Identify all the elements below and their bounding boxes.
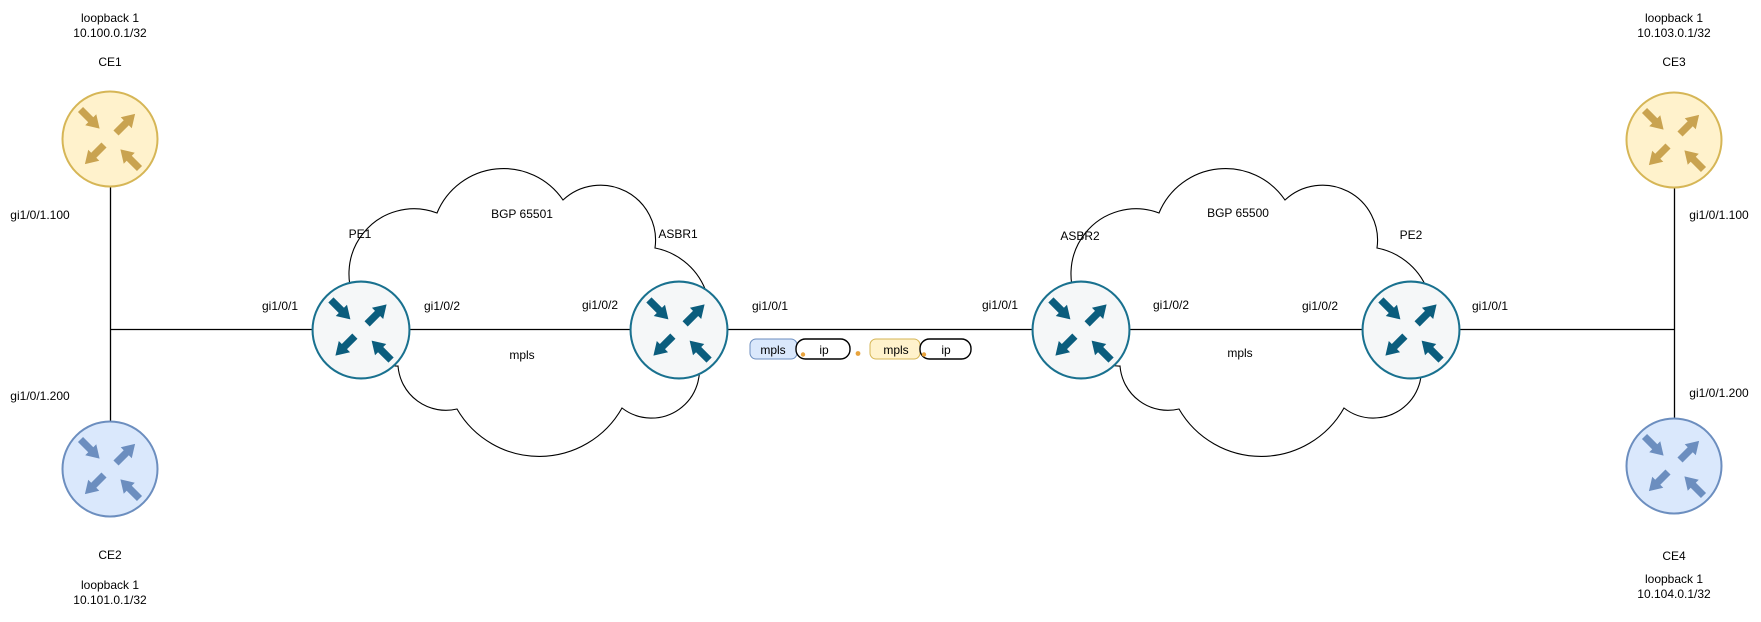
ce2-loopback-label: loopback 1 bbox=[80, 577, 140, 592]
pe1-name: PE1 bbox=[348, 226, 372, 241]
pe2-iface-left: gi1/0/2 bbox=[1301, 298, 1339, 313]
packet-stack-right[interactable] bbox=[869, 338, 972, 360]
ce3-loopback-ip: 10.103.0.1/32 bbox=[1637, 25, 1711, 40]
packet-right-ip-label: ip bbox=[941, 342, 951, 357]
separator-dot bbox=[921, 352, 927, 357]
ce2-interface-label: gi1/0/1.200 bbox=[10, 388, 70, 403]
asbr2-iface-left: gi1/0/1 bbox=[981, 297, 1019, 312]
packet-left-ip-label: ip bbox=[819, 342, 829, 357]
ip-label-box[interactable] bbox=[919, 338, 972, 360]
ce1-loopback-label: loopback 1 bbox=[80, 10, 140, 25]
router-pe1[interactable] bbox=[311, 280, 411, 380]
router-asbr1[interactable] bbox=[629, 280, 729, 380]
cloud-65500-mpls: mpls bbox=[1227, 345, 1253, 360]
cloud-65501-mpls: mpls bbox=[509, 347, 535, 362]
pe2-iface-right: gi1/0/1 bbox=[1471, 298, 1509, 313]
separator-dot bbox=[800, 352, 806, 357]
ce4-loopback-ip: 10.104.0.1/32 bbox=[1637, 586, 1711, 601]
ce4-interface-label: gi1/0/1.200 bbox=[1689, 385, 1749, 400]
router-ce2[interactable] bbox=[61, 420, 159, 518]
ce3-name: CE3 bbox=[1662, 54, 1686, 69]
packet-left-mpls-label: mpls bbox=[760, 342, 786, 357]
ip-label-box[interactable] bbox=[795, 338, 851, 360]
pe2-name: PE2 bbox=[1399, 227, 1423, 242]
ce1-loopback-ip: 10.100.0.1/32 bbox=[73, 25, 147, 40]
cloud-65500-label: BGP 65500 bbox=[1207, 205, 1269, 220]
router-ce4[interactable] bbox=[1625, 417, 1723, 515]
router-ce1[interactable] bbox=[61, 90, 159, 188]
packet-stack-left[interactable] bbox=[749, 338, 851, 360]
ce4-loopback-label: loopback 1 bbox=[1644, 571, 1704, 586]
cloud-65501-label: BGP 65501 bbox=[491, 206, 553, 221]
ce1-interface-label: gi1/0/1.100 bbox=[10, 207, 70, 222]
ce3-interface-label: gi1/0/1.100 bbox=[1689, 207, 1749, 222]
ce2-name: CE2 bbox=[98, 547, 122, 562]
ce2-loopback-ip: 10.101.0.1/32 bbox=[73, 592, 147, 607]
ce1-name: CE1 bbox=[98, 54, 122, 69]
router-pe2[interactable] bbox=[1361, 280, 1461, 380]
asbr1-iface-right: gi1/0/1 bbox=[751, 298, 789, 313]
separator-dot bbox=[855, 351, 861, 356]
asbr1-name: ASBR1 bbox=[658, 226, 698, 241]
pe1-iface-left: gi1/0/1 bbox=[261, 298, 299, 313]
packet-right-mpls-label: mpls bbox=[883, 342, 909, 357]
asbr2-name: ASBR2 bbox=[1060, 228, 1100, 243]
asbr1-iface-left: gi1/0/2 bbox=[581, 297, 619, 312]
asbr2-iface-right: gi1/0/2 bbox=[1152, 297, 1190, 312]
pe1-iface-right: gi1/0/2 bbox=[423, 298, 461, 313]
ce4-name: CE4 bbox=[1662, 548, 1686, 563]
router-ce3[interactable] bbox=[1625, 91, 1723, 189]
router-asbr2[interactable] bbox=[1031, 280, 1131, 380]
ce3-loopback-label: loopback 1 bbox=[1644, 10, 1704, 25]
